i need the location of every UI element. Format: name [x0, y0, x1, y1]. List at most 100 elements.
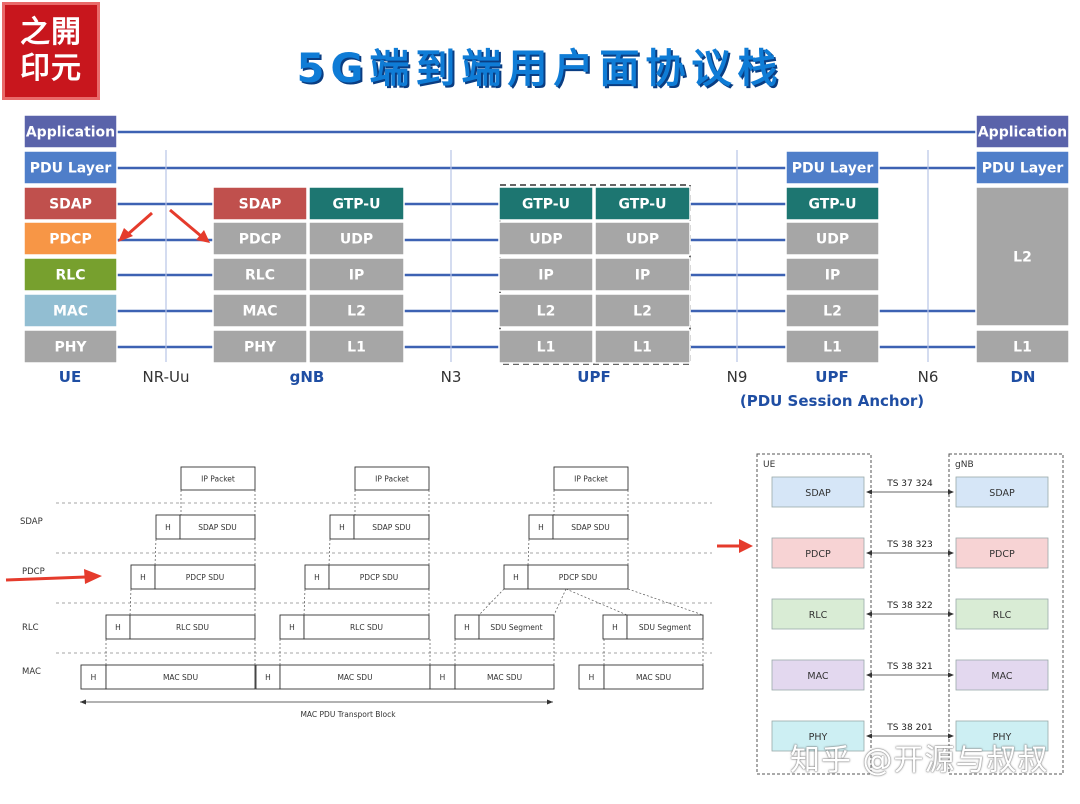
upf-b-gtp-u-box: GTP-U [594, 186, 691, 221]
label-nr-uu: NR-Uu [143, 368, 190, 386]
ue-sdap-label: SDAP [49, 197, 92, 213]
watermark: 知乎 @开源与叔叔 [790, 743, 1049, 778]
ue-pdu-layer-label: PDU Layer [30, 161, 112, 177]
pdcp-sdu-1: PDCP SDU [328, 564, 430, 590]
upf-a-l2-label: L2 [537, 304, 556, 320]
spec-label-phy: TS 38 201 [886, 723, 933, 733]
mac-header-3: H [578, 664, 605, 690]
arrow-head-left [866, 611, 872, 617]
pdcp-sdu-1-text: PDCP SDU [360, 573, 398, 582]
layer-label-mac: MAC [22, 667, 41, 677]
rlc-header-2b: H [602, 614, 628, 640]
pdcp-sdu-0-text: PDCP SDU [186, 573, 224, 582]
gnb-right-l1-label: L1 [347, 340, 366, 356]
upf-anchor-pdu-layer-label: PDU Layer [792, 161, 874, 177]
ip-packet-0: IP Packet [180, 466, 256, 491]
dotted-guide [627, 588, 704, 616]
upf-anchor-udp-label: UDP [816, 232, 849, 248]
upf-b-l1-box: L1 [594, 329, 691, 364]
sdap-header-1-text: H [339, 523, 345, 532]
ue-mac-box [771, 659, 865, 691]
pdcp-sdu-2-text: PDCP SDU [559, 573, 597, 582]
ue-mac-label: MAC [807, 671, 829, 682]
upf-a-udp-label: UDP [529, 232, 562, 248]
pdcp-red-arrow [5, 569, 102, 584]
arrow-head-right [948, 611, 954, 617]
red-arrows [118, 208, 210, 243]
ue-rlc-label: RLC [809, 610, 828, 621]
mac-header-0: H [80, 664, 107, 690]
dn-l2-box: L2 [975, 186, 1070, 327]
layer-label-rlc: RLC [22, 623, 39, 633]
upf-anchor-l2-box: L2 [785, 293, 880, 328]
ue-sdap-label: SDAP [805, 488, 831, 499]
pdcp-header-2: H [503, 564, 529, 590]
gnb-right-l1-box: L1 [308, 329, 405, 364]
sdap-header-0-text: H [165, 523, 171, 532]
ue-phy-label: PHY [809, 732, 828, 743]
page-title: 5G端到端用户面协议栈 [296, 46, 784, 92]
sdap-header-1: H [329, 514, 355, 540]
ue-application-box: Application [23, 114, 118, 149]
dotted-guide [553, 588, 567, 616]
dotted-guide [303, 588, 306, 616]
ip-packet-1: IP Packet [354, 466, 430, 491]
pdcp-header-1-text: H [314, 573, 320, 582]
mac-sdu-1: MAC SDU [279, 664, 431, 690]
upf-a-ip-box: IP [498, 257, 594, 292]
gnb-sdap-label: SDAP [989, 488, 1015, 499]
layer-label-sdap: SDAP [20, 517, 43, 527]
gnb-right-ip-box: IP [308, 257, 405, 292]
spec-label-sdap: TS 37 324 [886, 479, 933, 489]
label-upf: UPF [577, 368, 610, 386]
ip-packet-1-text: IP Packet [375, 475, 409, 484]
gnb-pdcp-box [955, 537, 1049, 569]
ue-pdcp-box [771, 537, 865, 569]
ue-frame [756, 453, 872, 775]
ue-sdap-box [771, 476, 865, 508]
panel-gnb-label: gNB [955, 460, 974, 470]
gnb-left-pdcp-box: PDCP [212, 221, 308, 256]
mac-header-3-text: H [589, 673, 595, 682]
rlc-header-0-text: H [115, 623, 121, 632]
gnb-left-rlc-label: RLC [245, 268, 275, 284]
dotted-guide [527, 538, 530, 566]
ip-packet-0-text: IP Packet [201, 475, 235, 484]
gnb-left-mac-label: MAC [242, 304, 277, 320]
gnb-right-ip-label: IP [349, 268, 364, 284]
sdap-header-0: H [155, 514, 181, 540]
panel-red-arrow [717, 539, 753, 553]
logo-line2: 印元 [20, 51, 82, 86]
rlc-header-0: H [105, 614, 131, 640]
ue-mac-box: MAC [23, 293, 118, 328]
ue-mac-label: MAC [53, 304, 88, 320]
rlc-sdu-0: RLC SDU [129, 614, 256, 640]
ue-phy-box [771, 720, 865, 752]
dotted-guide [565, 588, 628, 616]
gnb-right-l2-label: L2 [347, 304, 366, 320]
ue-pdcp-label: PDCP [805, 549, 831, 560]
mac-header-0-text: H [91, 673, 97, 682]
label-anchor-note: (PDU Session Anchor) [740, 392, 924, 410]
rlc-header-1-text: H [289, 623, 295, 632]
ue-phy-box: PHY [23, 329, 118, 364]
rlc-segment-2b: SDU Segment [626, 614, 704, 640]
upf-anchor-l2-label: L2 [823, 304, 842, 320]
mac-sdu-3-text: MAC SDU [636, 673, 671, 682]
label-n9: N9 [727, 368, 748, 386]
arrow-head-left [866, 550, 872, 556]
label-n6: N6 [918, 368, 939, 386]
gnb-left-sdap-box: SDAP [212, 186, 308, 221]
logo: 之開 印元 [2, 2, 100, 100]
dn-pdu-layer-label: PDU Layer [982, 161, 1064, 177]
ip-packet-2: IP Packet [553, 466, 629, 491]
upf-b-l2-box: L2 [594, 293, 691, 328]
pdcp-sdu-0: PDCP SDU [154, 564, 256, 590]
